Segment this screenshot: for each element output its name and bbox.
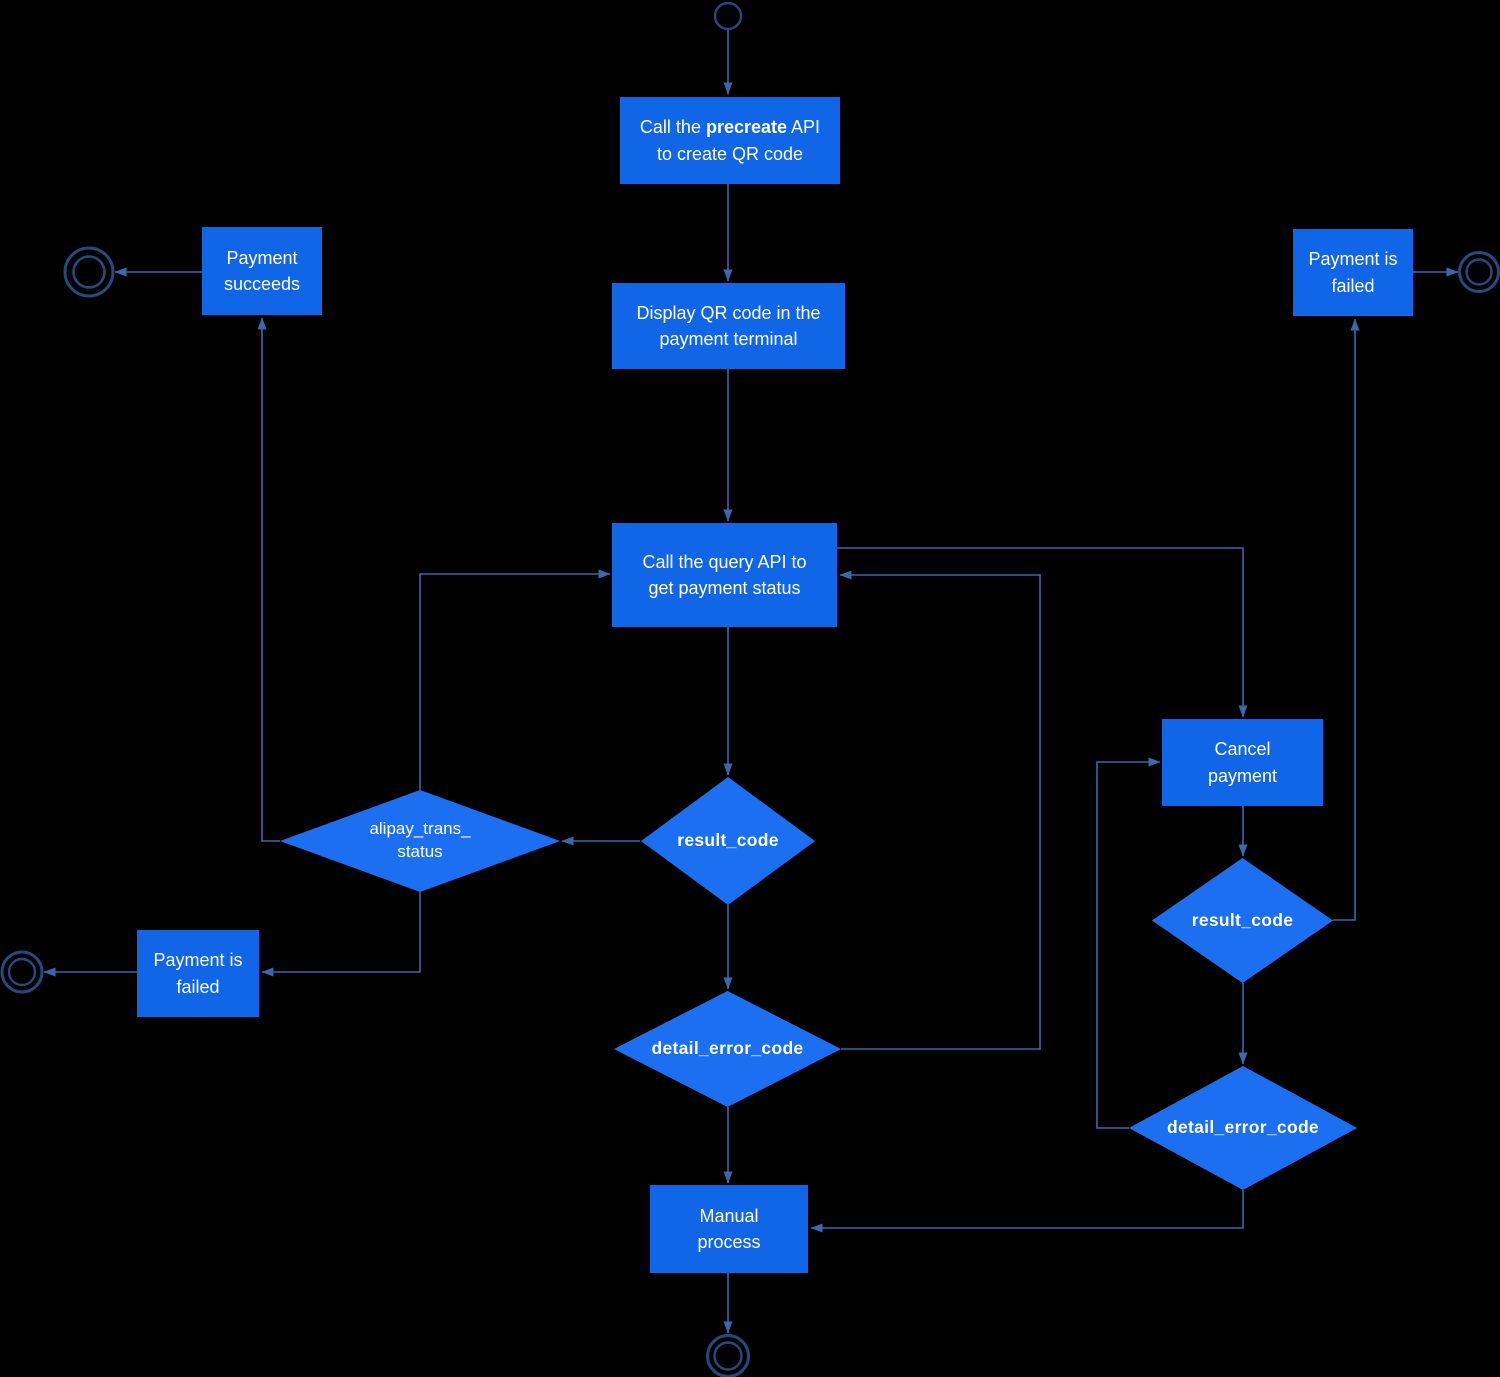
process-payment-failed-left: Payment is failed (137, 930, 259, 1017)
node-label: detail_error_code (1167, 1117, 1319, 1138)
start-node (713, 1, 743, 31)
edge-detail-error-code-right-retry-to-cancel (1096, 757, 1161, 1129)
node-label: Manual process (697, 1205, 761, 1252)
edge-detail-error-code-right-to-manual-process (810, 1190, 1244, 1233)
node-label: result_code (1191, 909, 1294, 930)
process-display-qr-code: Display QR code in the payment terminal (612, 283, 845, 369)
end-node-bottom-center (706, 1334, 750, 1377)
end-node-top-left (63, 246, 115, 298)
node-label: Call the query API to get payment status (642, 551, 807, 598)
end-node-bottom-left (0, 950, 44, 994)
edge-alipay-trans-status-to-payment-succeeds (257, 317, 280, 842)
node-label: Payment is failed (153, 950, 243, 997)
edge-query-to-cancel-payment (837, 547, 1248, 718)
process-cancel-payment: Cancel payment (1162, 719, 1323, 806)
text-run-bold: precreate (705, 117, 788, 138)
node-label: detail_error_code (651, 1038, 804, 1059)
node-label: Call the precreate API to create QR code (640, 114, 820, 166)
edge-alipay-trans-status-to-payment-failed (261, 892, 421, 977)
node-label: Payment succeeds (223, 247, 301, 294)
text-run: Call the (639, 117, 706, 138)
edge-detail-error-code-retry-to-query (839, 570, 1041, 1050)
process-payment-failed-top-right: Payment is failed (1293, 229, 1413, 316)
process-call-precreate-api: Call the precreate API to create QR code (620, 97, 840, 184)
node-label: result_code (677, 830, 779, 851)
end-node-top-right (1458, 251, 1500, 293)
text-run: API (787, 117, 821, 138)
process-payment-succeeds: Payment succeeds (202, 227, 322, 315)
node-label: Payment is failed (1308, 249, 1398, 296)
node-label: Display QR code in the payment terminal (636, 302, 821, 349)
node-label: Cancel payment (1207, 739, 1278, 786)
edge-result-code-right-to-payment-failed (1333, 318, 1360, 921)
process-manual-process: Manual process (650, 1185, 808, 1273)
text-run: to create QR code (656, 143, 804, 164)
edge-alipay-trans-status-retry-to-query (419, 569, 611, 790)
node-label: alipay_trans_ status (369, 819, 471, 861)
process-call-query-api: Call the query API to get payment status (612, 523, 837, 627)
